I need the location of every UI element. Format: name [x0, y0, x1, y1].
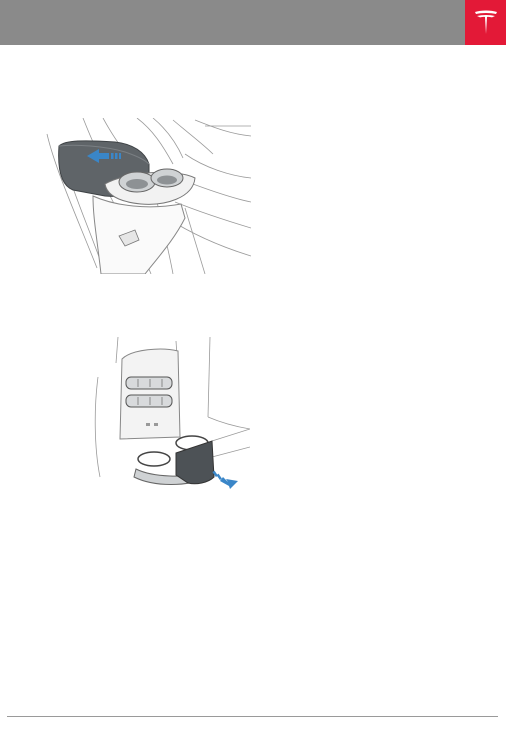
footer-divider: [7, 716, 498, 717]
page-header-bar: [0, 0, 506, 45]
rear-fold-out-cupholder-illustration: [94, 337, 250, 489]
brand-badge: [465, 0, 506, 45]
front-armrest-cupholder-illustration: [46, 118, 251, 274]
tesla-logo-icon: [474, 10, 497, 34]
